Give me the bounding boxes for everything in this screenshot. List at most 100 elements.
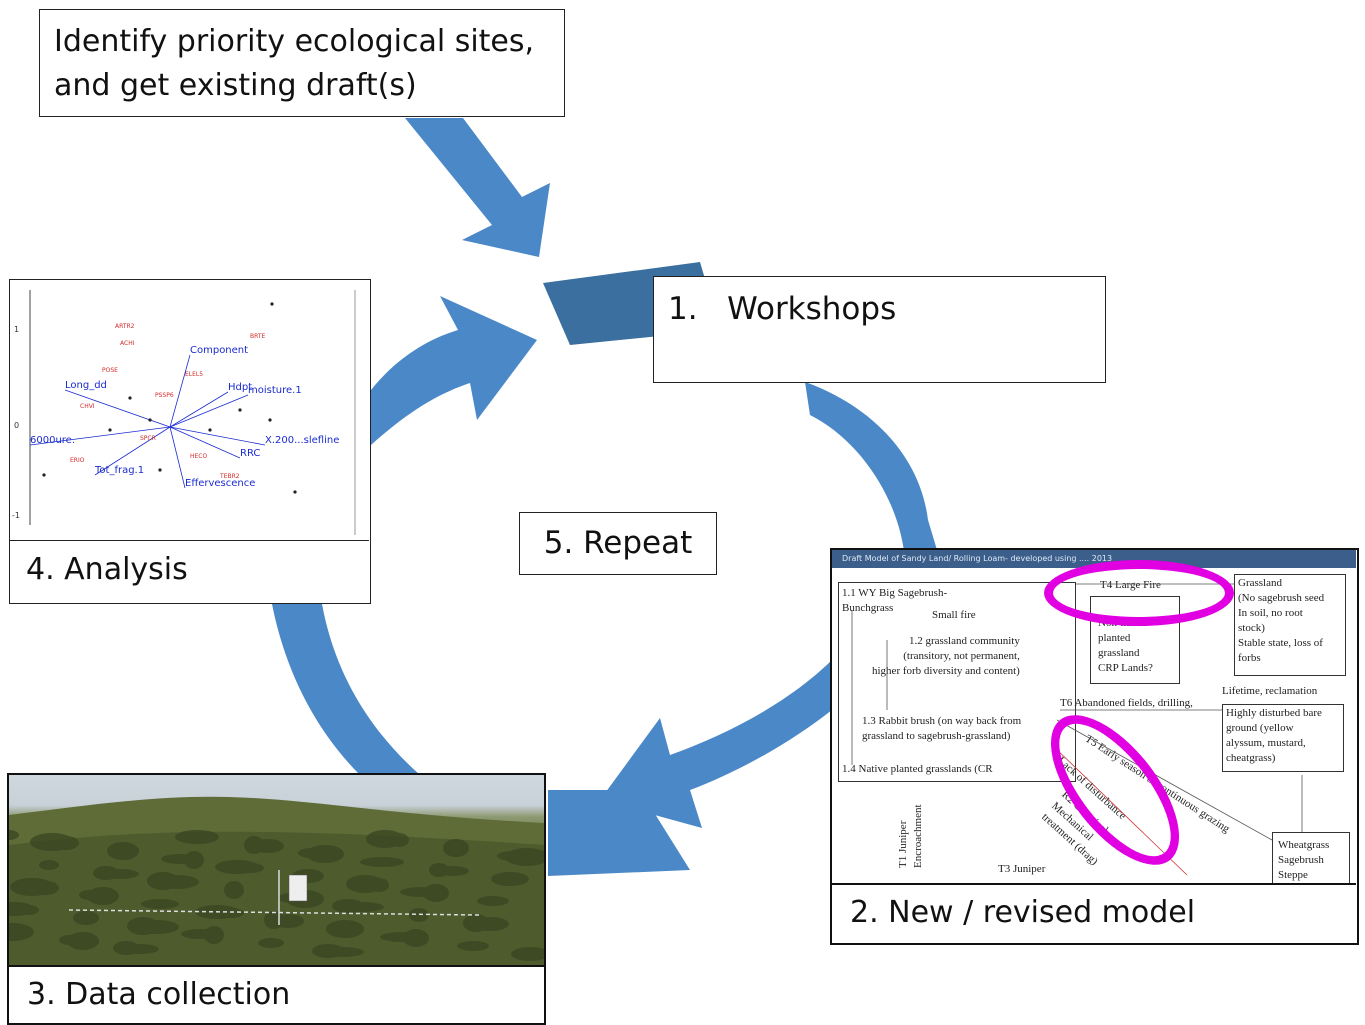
ordination-variable-label: Effervescence	[185, 478, 255, 489]
ordination-species-label: BRTE	[250, 333, 266, 340]
model-header: Draft Model of Sandy Land/ Rolling Loam-…	[832, 550, 1356, 568]
wheatgrass-state: Wheatgrass Sagebrush Steppe	[1278, 839, 1330, 881]
axis-tick-mid: 0	[14, 421, 19, 430]
ordination-variable-label: Long_dd	[65, 380, 107, 391]
ordination-point	[268, 418, 272, 422]
shrub	[161, 854, 199, 864]
shrub	[73, 911, 99, 925]
grassland-state: Grassland (No sagebrush seed In soil, no…	[1238, 577, 1325, 664]
cycle-arrow-right	[805, 382, 940, 560]
shrub	[380, 932, 424, 942]
analysis-label: 4. Analysis	[26, 552, 188, 587]
shrub	[215, 860, 259, 874]
ordination-point	[108, 428, 112, 432]
repeat-label: 5. Repeat	[543, 525, 693, 561]
ordination-variable-label: Hdpt	[228, 382, 252, 393]
intro-line-2: and get existing draft(s)	[54, 68, 417, 103]
ordination-point	[238, 408, 242, 412]
ordination-variable-label: X.200...slefline	[265, 435, 339, 446]
ordination-points	[42, 302, 297, 494]
shrub	[326, 920, 364, 938]
shrub	[30, 833, 74, 851]
shrub	[360, 857, 404, 867]
shrub	[39, 860, 59, 870]
field-photo-svg	[9, 796, 544, 965]
ordination-species-label: POSE	[102, 367, 118, 374]
ordination-vector	[169, 426, 241, 459]
shrub	[9, 923, 34, 941]
shrub	[258, 938, 284, 948]
state-1-4: 1.4 Native planted grasslands (CR	[842, 763, 993, 775]
ordination-species-label: CHVI	[80, 403, 95, 410]
ordination-vector	[169, 426, 186, 489]
small-fire-label: Small fire	[932, 609, 976, 621]
shrub	[9, 830, 19, 840]
ordination-point	[148, 418, 152, 422]
ordination-species-label: ERIO	[70, 457, 85, 464]
ordination-variable-label: Tot_frag.1	[94, 465, 144, 476]
shrub	[366, 830, 404, 848]
shrub	[457, 941, 489, 951]
ordination-species-label: HECO	[190, 453, 207, 460]
ordination-vector	[169, 391, 229, 428]
shrub	[127, 917, 159, 935]
shrub	[59, 935, 79, 945]
wheatgrass-box	[1272, 832, 1350, 883]
shrub	[477, 896, 509, 906]
shrub	[9, 902, 34, 916]
shrub	[429, 863, 449, 877]
data-collection-label: 3. Data collection	[27, 977, 291, 1012]
shrub	[443, 839, 469, 857]
shrub	[400, 887, 444, 897]
ordination-species-label: ARTR2	[115, 323, 135, 330]
data-collection-panel: 3. Data collection	[7, 773, 546, 1025]
ordination-vector	[169, 426, 266, 446]
ordination-point	[128, 396, 132, 400]
shrub	[181, 929, 219, 939]
state-1-1: 1.1 WY Big Sagebrush- Bunchgrass	[842, 587, 948, 614]
shrub	[346, 875, 384, 893]
axis-tick-bottom: -1	[12, 511, 20, 520]
ordination-vectors	[29, 354, 266, 489]
ordination-variable-label: Component	[190, 345, 248, 356]
shrub	[497, 851, 529, 861]
t6-label: T6 Abandoned fields, drilling,	[1060, 697, 1193, 709]
shrub	[113, 941, 139, 955]
ordination-vector	[169, 394, 249, 428]
ordination-vector	[29, 426, 171, 446]
shrub	[491, 872, 529, 886]
ordination-variable-label: 6000ure.	[30, 435, 75, 446]
shrub	[332, 899, 364, 913]
cycle-arrow-upper-left	[371, 296, 537, 445]
ordination-species-label: ACHI	[120, 340, 135, 347]
ordination-point	[208, 428, 212, 432]
highlight-ring-t4	[1044, 560, 1234, 626]
ordination-species-label: PSSP6	[155, 392, 174, 399]
cycle-arrow-left	[272, 604, 420, 775]
ordination-vector	[94, 426, 171, 476]
shrub	[511, 947, 544, 961]
ordination-species-label: TEBR2	[219, 473, 240, 480]
ordination-point	[42, 473, 46, 477]
repeat-box: 5. Repeat	[519, 512, 717, 575]
axis-tick-top: 1	[14, 325, 19, 334]
lifetime-label: Lifetime, reclamation	[1222, 685, 1318, 697]
shrub	[312, 944, 344, 958]
shrub	[10, 878, 54, 896]
shrub	[147, 872, 179, 890]
ordination-point	[270, 302, 274, 306]
intro-box: Identify priority ecological sites, and …	[39, 9, 565, 117]
shrub	[141, 899, 179, 909]
cycle-arrow-bottom	[600, 640, 900, 828]
ordination-point	[158, 468, 162, 472]
ordination-species-label: ELEL5	[185, 371, 203, 378]
ordination-species-label: SPCR	[140, 435, 156, 442]
shrub	[79, 890, 99, 900]
shrub	[298, 848, 324, 858]
ordination-vector	[64, 389, 171, 428]
